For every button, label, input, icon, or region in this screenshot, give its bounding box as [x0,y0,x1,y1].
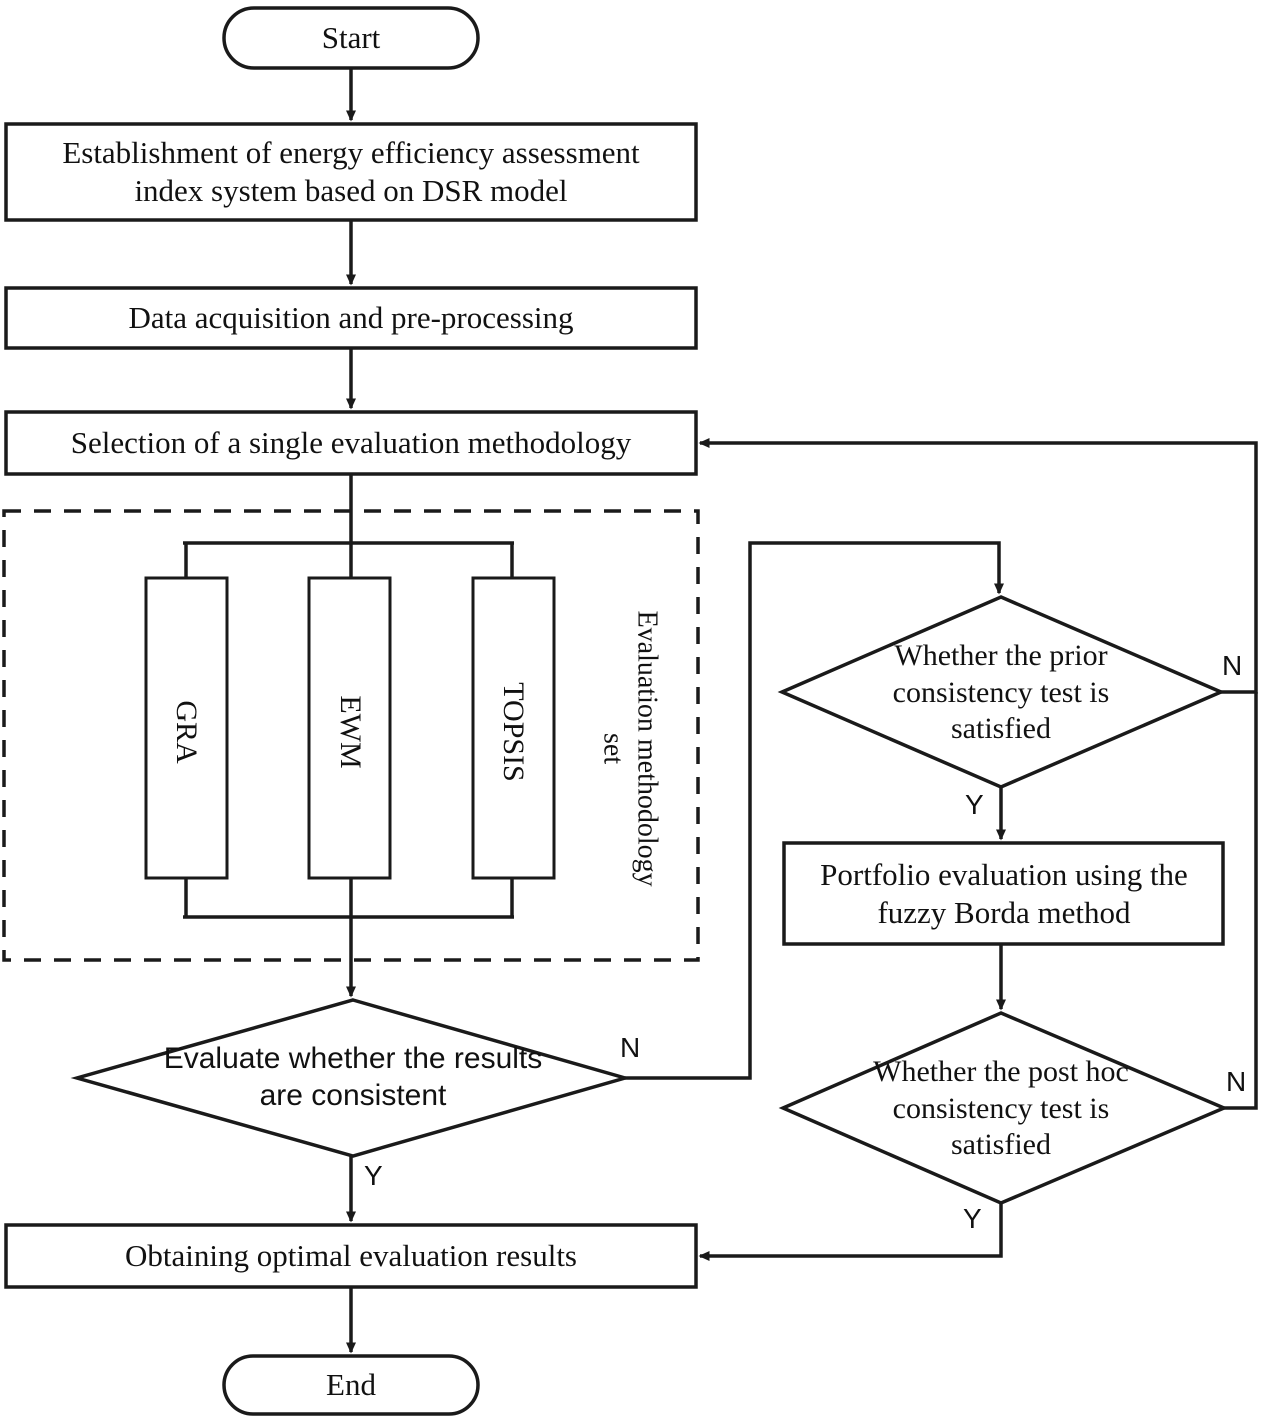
connector-evaluate-no-to-prior [625,541,1004,1080]
connector-prior-no-to-selection [698,438,1258,694]
connector-posthoc-no-to-selection [1224,692,1258,1110]
method-topsis-shape [471,576,556,880]
prior-consistency-shape [777,595,1226,789]
connector-posthoc-yes-to-results [698,1203,1003,1261]
method-ewm-shape [307,576,392,880]
evaluate-consistent-shape [70,998,632,1158]
posthoc-consistency-shape [778,1011,1229,1205]
selection-shape [4,410,698,476]
data-acquisition-shape [4,286,698,350]
obtaining-results-shape [4,1223,698,1289]
method-gra-shape [144,576,229,880]
start-shape [222,6,480,70]
establishment-shape [4,122,698,222]
portfolio-evaluation-shape [782,841,1225,946]
end-shape [222,1354,480,1416]
